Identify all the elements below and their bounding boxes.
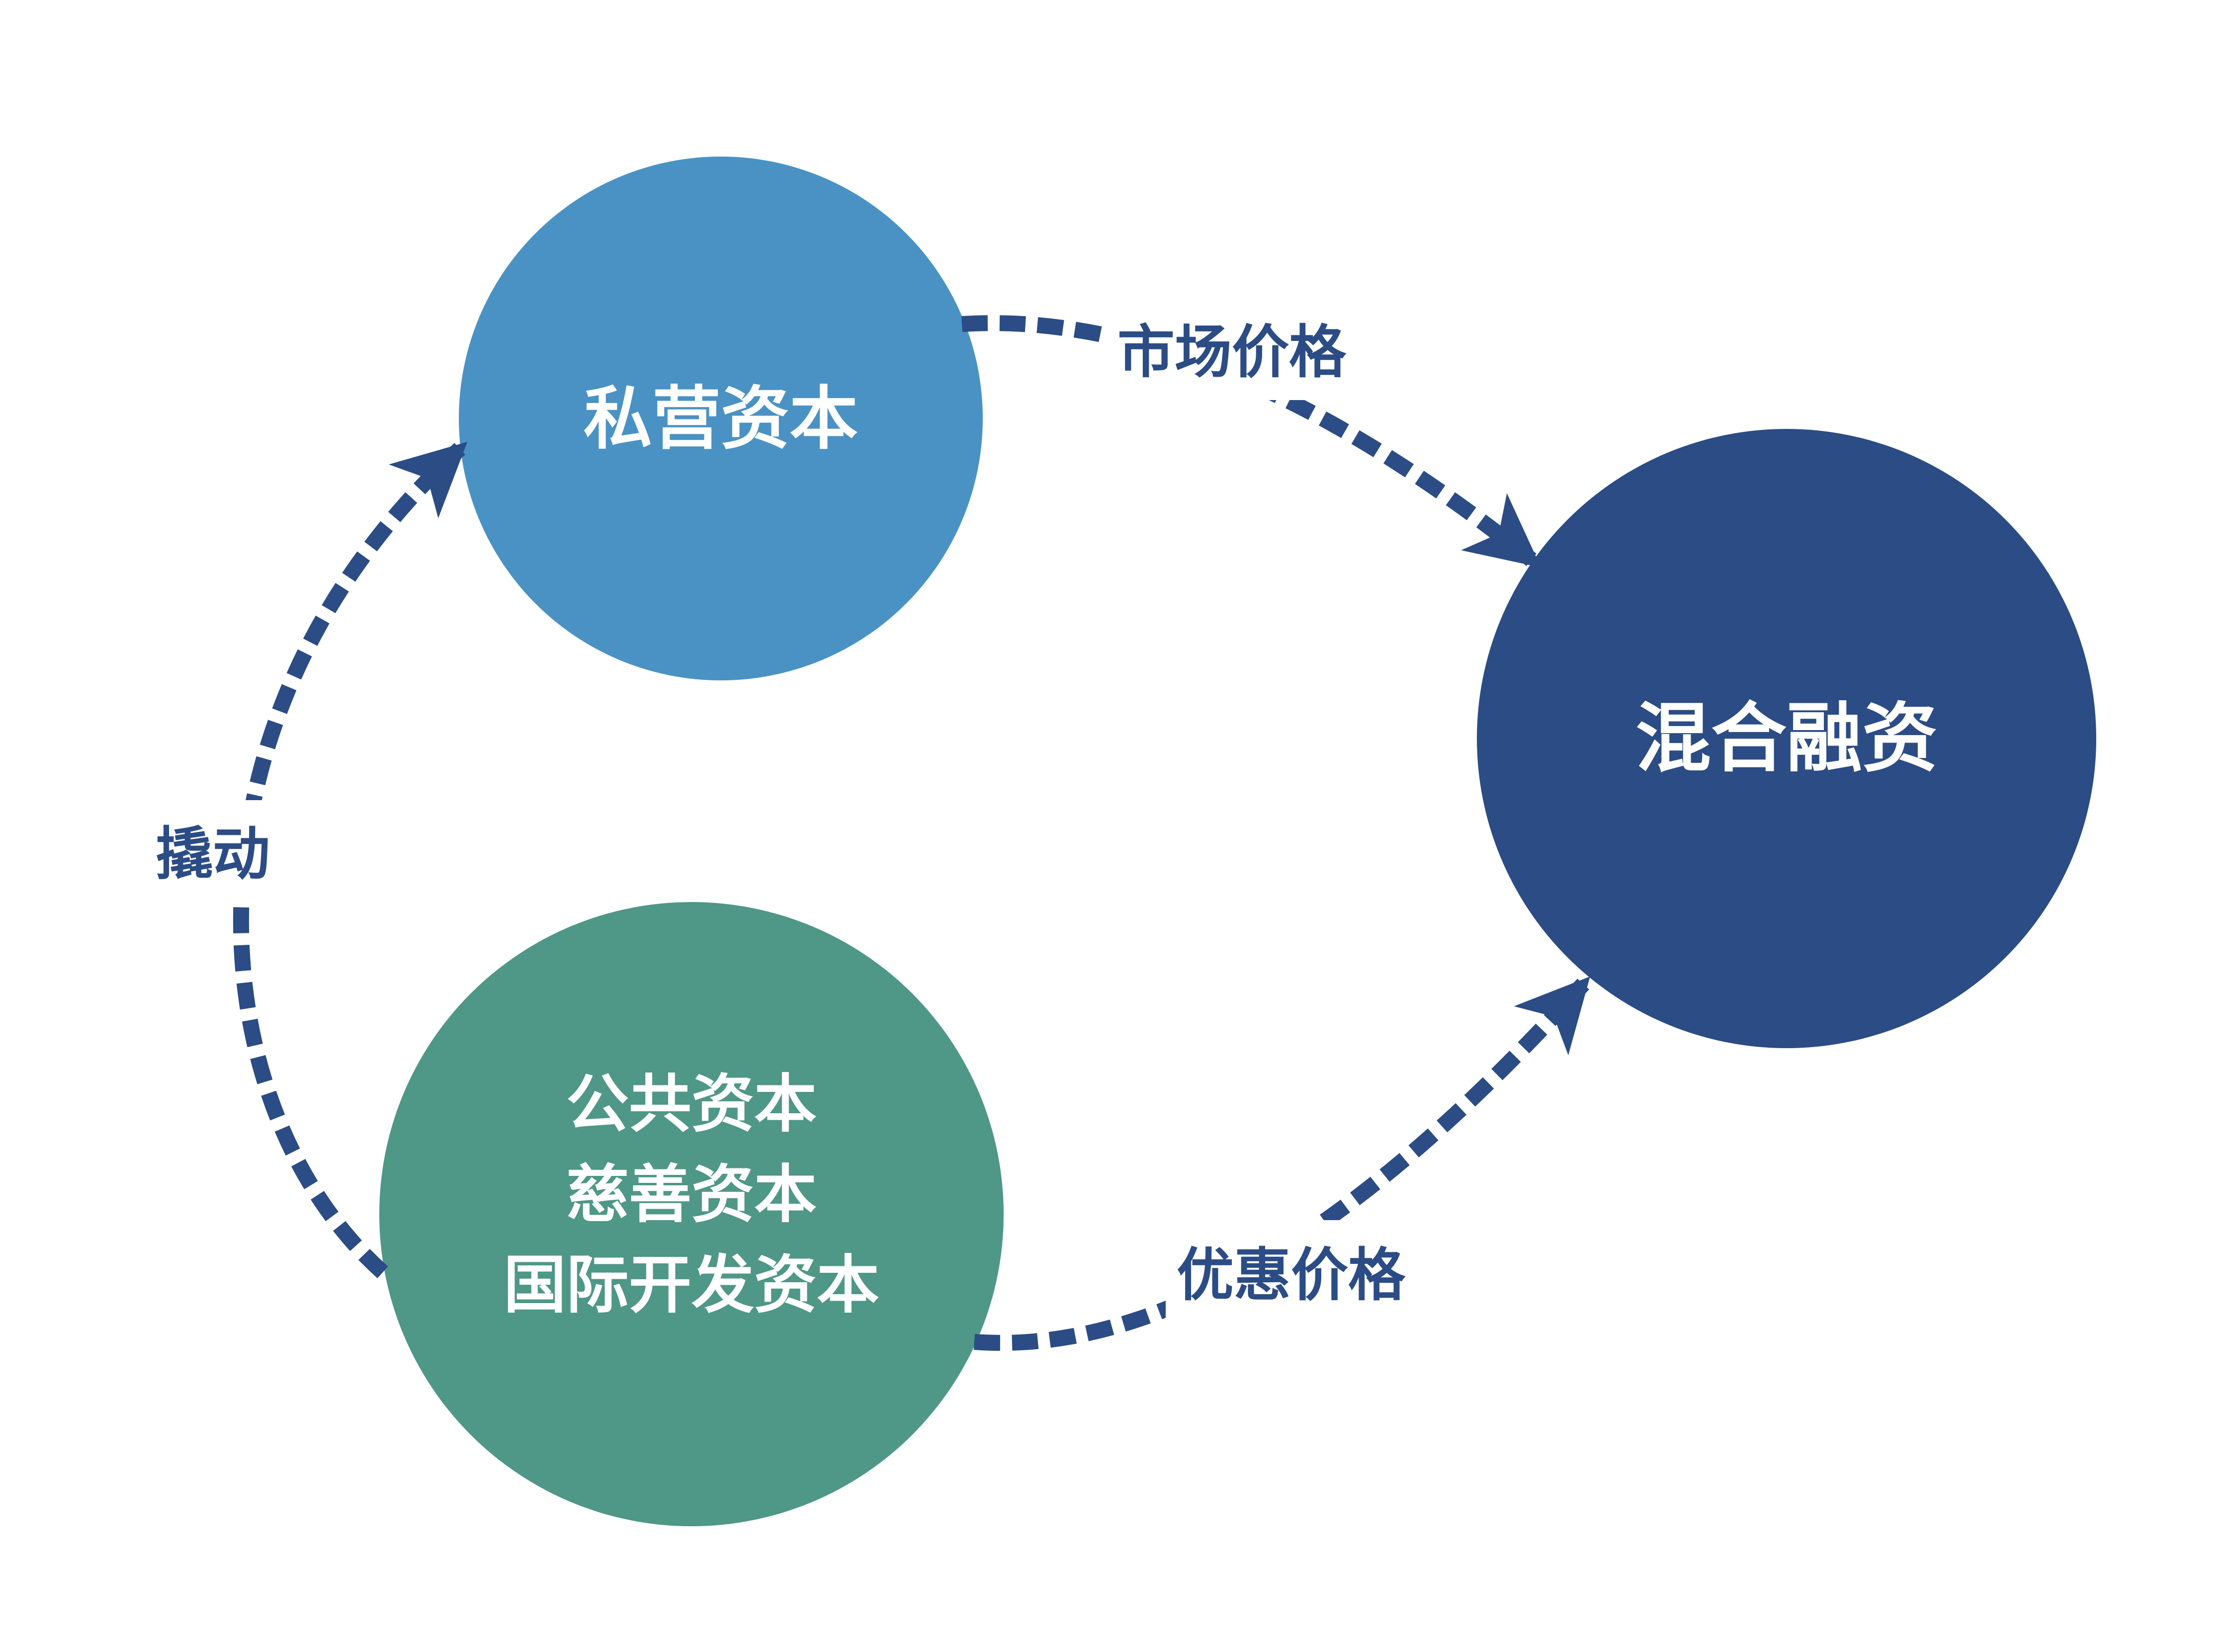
edge-concessional-price-arrow [973,976,1590,1351]
public-capital-line-2: 慈善资本 [566,1159,817,1230]
private-capital-label: 私营资本 [584,381,858,457]
edge-label-leverage: 撬动 [144,800,283,905]
leverage-label: 撬动 [156,823,270,886]
concessional-price-label-mask [1166,1220,1419,1324]
edge-leverage-arrow [233,442,468,1278]
node-blended-finance [1477,429,2096,1048]
node-private-capital [459,157,983,680]
market-price-label: 市场价格 [1117,321,1347,384]
market-price-label-mask [1106,301,1360,400]
concessional-price-label: 优惠价格 [1177,1243,1406,1307]
public-capital-label: 公共资本 慈善资本 国际开发资本 [504,1069,879,1320]
leverage-label-mask [144,800,283,905]
edge-label-market-price: 市场价格 [1106,301,1360,400]
edge-label-concessional-price: 优惠价格 [1166,1220,1419,1324]
blended-finance-label: 混合融资 [1635,696,1938,781]
public-capital-line-3: 国际开发资本 [504,1250,879,1320]
public-capital-line-1: 公共资本 [566,1069,817,1139]
node-public-capital [379,902,1004,1526]
